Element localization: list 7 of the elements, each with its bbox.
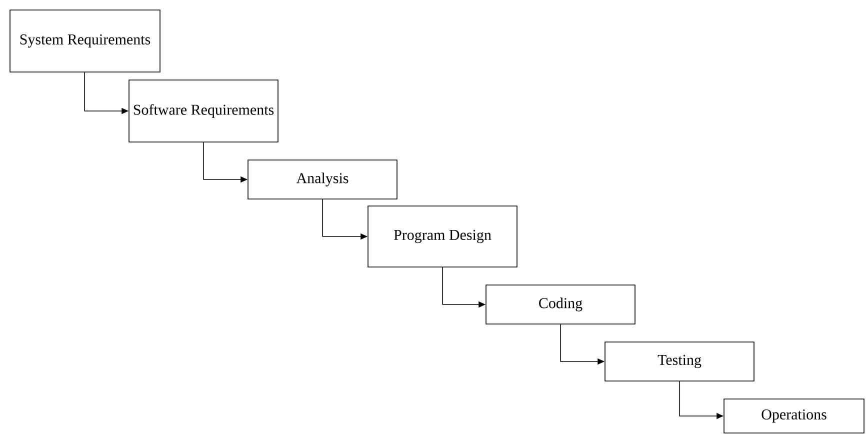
- process-box: Analysis: [248, 160, 398, 200]
- process-box: Coding: [486, 284, 636, 324]
- process-box: Testing: [604, 342, 754, 382]
- process-box: Software Requirements: [128, 80, 278, 142]
- process-box: Operations: [724, 398, 864, 434]
- process-box: Program Design: [368, 206, 518, 268]
- process-box: System Requirements: [10, 10, 160, 72]
